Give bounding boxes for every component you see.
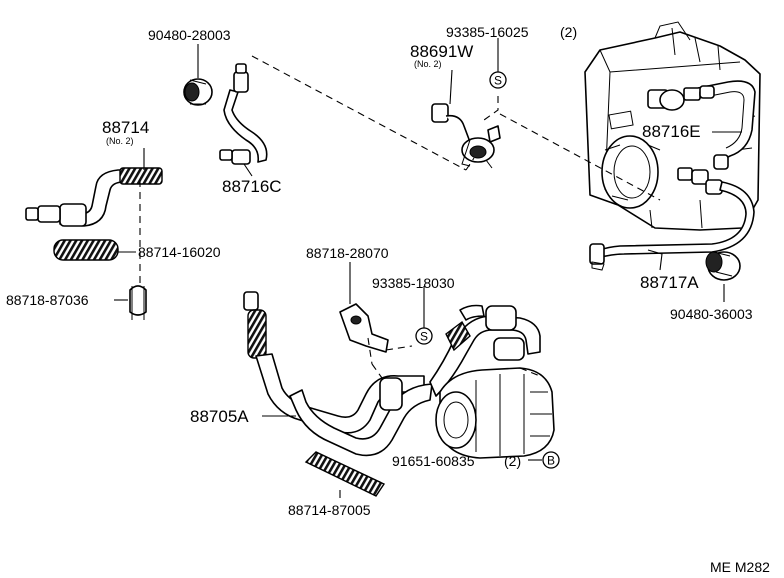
label-88718-87036: 88718-87036 [6, 292, 89, 308]
label-88716e: 88716E [642, 122, 701, 141]
hose-88705a [243, 291, 541, 457]
pipe-88717a [589, 181, 755, 271]
dashed-leaders [139, 55, 661, 379]
sensor-88691w [431, 103, 501, 169]
label-88705a: 88705A [190, 407, 249, 426]
sleeve-88714-87005 [304, 451, 386, 497]
unit-lower-fittings [677, 167, 723, 195]
grommet-90480-36003 [705, 251, 741, 281]
label-90480-28003: 90480-28003 [148, 27, 231, 43]
reference-code: ME M282 [710, 559, 770, 575]
marker-s-mid: S [415, 327, 433, 345]
label-88691w: 88691W [410, 42, 473, 61]
hose-88714-no2 [25, 167, 163, 227]
label-88714-16020: 88714-16020 [138, 244, 221, 260]
marker-s-top: S [489, 71, 507, 89]
label-93385-16025: 93385-16025 [446, 24, 529, 40]
label-90480-36003: 90480-36003 [670, 306, 753, 322]
label-88714: 88714 [102, 118, 149, 137]
label-91651-60835: 91651-60835 [392, 453, 475, 469]
grommet-90480-28003 [183, 78, 213, 106]
label-88717a: 88717A [640, 273, 699, 292]
clamp-88718-87036 [129, 285, 147, 320]
svg-text:S: S [494, 74, 502, 88]
label-91651-60835-qty: (2) [504, 453, 521, 469]
label-88714-no2: (No. 2) [106, 136, 134, 146]
pipe-88716c [219, 63, 268, 165]
label-93385-16025-qty: (2) [560, 24, 577, 40]
label-88691w-no2: (No. 2) [414, 59, 442, 69]
leader-lines [114, 38, 742, 498]
label-93385-18030: 93385-18030 [372, 275, 455, 291]
expansion-valve [647, 80, 756, 170]
svg-text:B: B [547, 454, 555, 468]
label-88716c: 88716C [222, 177, 282, 196]
sleeve-88714-16020 [53, 239, 119, 261]
label-88718-28070: 88718-28070 [306, 245, 389, 261]
bracket-88718-28070 [339, 303, 389, 353]
svg-text:S: S [420, 330, 428, 344]
compressor [435, 367, 555, 459]
marker-b-bottom: B [542, 451, 560, 469]
label-88714-87005: 88714-87005 [288, 502, 371, 518]
